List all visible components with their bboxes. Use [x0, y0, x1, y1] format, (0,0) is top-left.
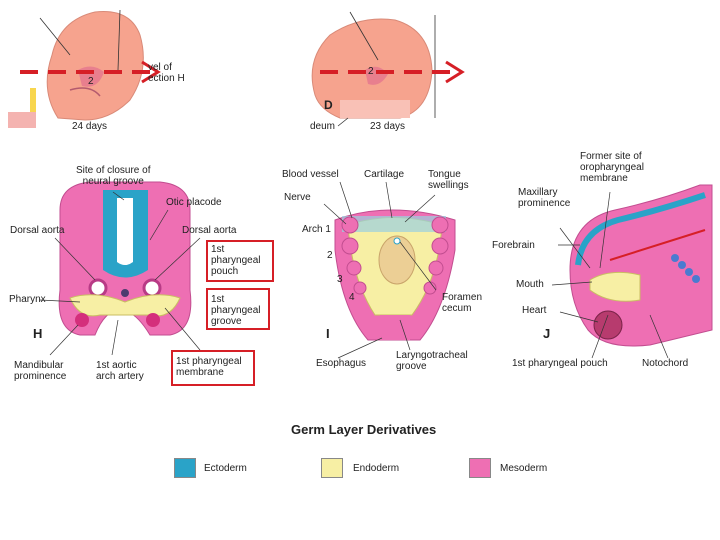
highlight-box-pouch: [206, 240, 274, 282]
cartilage-label: Cartilage: [364, 169, 405, 180]
panel-h: Site of closure of neural groove Otic pl…: [0, 140, 280, 400]
first-pharyngeal-groove-label: 1st pharyngeal groove: [211, 294, 261, 327]
maxillary-prominence-label: Maxillary prominence: [518, 187, 571, 209]
dorsal-aorta-right-label: Dorsal aorta: [182, 225, 237, 236]
panel-i: Blood vessel Cartilage Tongue swellings …: [280, 140, 500, 400]
legend: Germ Layer Derivatives Ectoderm Endoderm…: [0, 410, 720, 490]
nerve-label: Nerve: [284, 192, 311, 203]
level-of-section-label: vel of ection H: [148, 62, 185, 84]
legend-label-endoderm: Endoderm: [353, 463, 400, 474]
arch-2-label: 2: [327, 250, 333, 261]
tongue-swellings-label: Tongue swellings: [428, 169, 469, 191]
top-left-days: 24 days: [72, 121, 108, 132]
first-pharyngeal-pouch-j-label: 1st pharyngeal pouch: [512, 358, 608, 369]
top-right-letter: D: [324, 98, 333, 112]
site-of-closure-label: Site of closure of neural groove: [76, 165, 151, 187]
top-right-embryo: 2 D deum 23 days: [280, 0, 480, 140]
dorsal-aorta-left-label: Dorsal aorta: [10, 225, 65, 236]
arch-3-label: 3: [337, 274, 343, 285]
arch-4-label: 4: [349, 292, 355, 303]
legend-swatch-endoderm: [321, 458, 343, 478]
otic-placode-label: Otic placode: [166, 197, 222, 208]
panel-i-drawing: [323, 181, 456, 359]
panel-j-drawing: [551, 184, 713, 359]
first-aortic-arch-artery-label: 1st aortic arch artery: [96, 360, 144, 382]
panel-j: Former site of oropharyngeal membrane Ma…: [492, 140, 720, 400]
forebrain-label: Forebrain: [492, 240, 535, 251]
top-right-marker: 2: [368, 66, 374, 77]
pharynx-label: Pharynx: [9, 294, 46, 305]
top-left-embryo: vel of ection H 2 24 days: [0, 0, 200, 140]
panel-j-letter: J: [543, 326, 551, 341]
top-right-embryo-drawing: [311, 11, 465, 127]
legend-swatch-ectoderm: [174, 458, 196, 478]
top-left-embryo-drawing: [8, 9, 161, 128]
first-pharyngeal-pouch-label: 1st pharyngeal pouch: [211, 244, 261, 277]
panel-h-drawing: [39, 181, 201, 356]
highlight-box-groove: [206, 288, 270, 330]
panel-h-letter: H: [33, 326, 43, 341]
top-right-deum: deum: [310, 121, 336, 132]
former-site-label: Former site of oropharyngeal membrane: [580, 151, 644, 184]
blood-vessel-label: Blood vessel: [282, 169, 339, 180]
esophagus-label: Esophagus: [316, 358, 367, 369]
laryngotracheal-groove-label: Laryngotracheal groove: [396, 350, 468, 372]
foramen-cecum-label: Foramen cecum: [442, 292, 483, 314]
mouth-label: Mouth: [516, 279, 544, 290]
heart-label: Heart: [522, 305, 547, 316]
highlight-box-membrane: [171, 350, 255, 386]
top-left-marker: 2: [88, 76, 94, 87]
legend-label-mesoderm: Mesoderm: [500, 463, 548, 474]
notochord-label: Notochord: [642, 358, 689, 369]
legend-swatch-mesoderm: [469, 458, 491, 478]
legend-title: Germ Layer Derivatives: [291, 422, 437, 437]
top-right-days: 23 days: [370, 121, 406, 132]
arch-1-label: Arch 1: [302, 224, 331, 235]
first-pharyngeal-membrane-label: 1st pharyngeal membrane: [176, 356, 242, 378]
panel-i-letter: I: [326, 326, 330, 341]
mandibular-prominence-label: Mandibular prominence: [14, 360, 67, 382]
legend-label-ectoderm: Ectoderm: [204, 463, 247, 474]
